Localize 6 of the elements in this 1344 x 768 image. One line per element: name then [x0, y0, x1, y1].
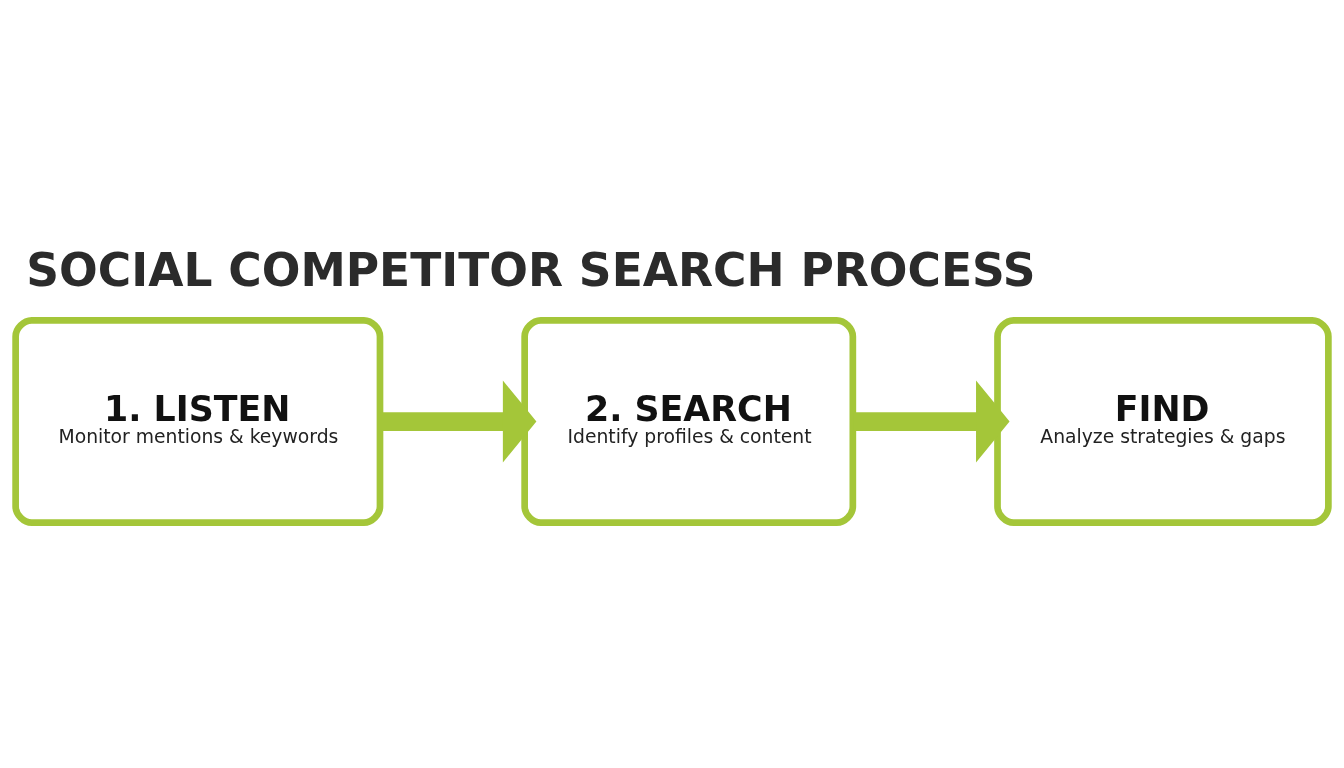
- arrow: [853, 380, 1010, 463]
- arrow: [380, 380, 537, 463]
- node-box: 2. SEARCH Identify profiles & content: [521, 317, 857, 526]
- node-box: FIND Analyze strategies & gaps: [994, 317, 1332, 526]
- diagram-title: SOCIAL COMPETITOR SEARCH PROCESS: [26, 243, 1036, 297]
- node-box: 1. LISTEN Monitor mentions & keywords: [12, 317, 384, 526]
